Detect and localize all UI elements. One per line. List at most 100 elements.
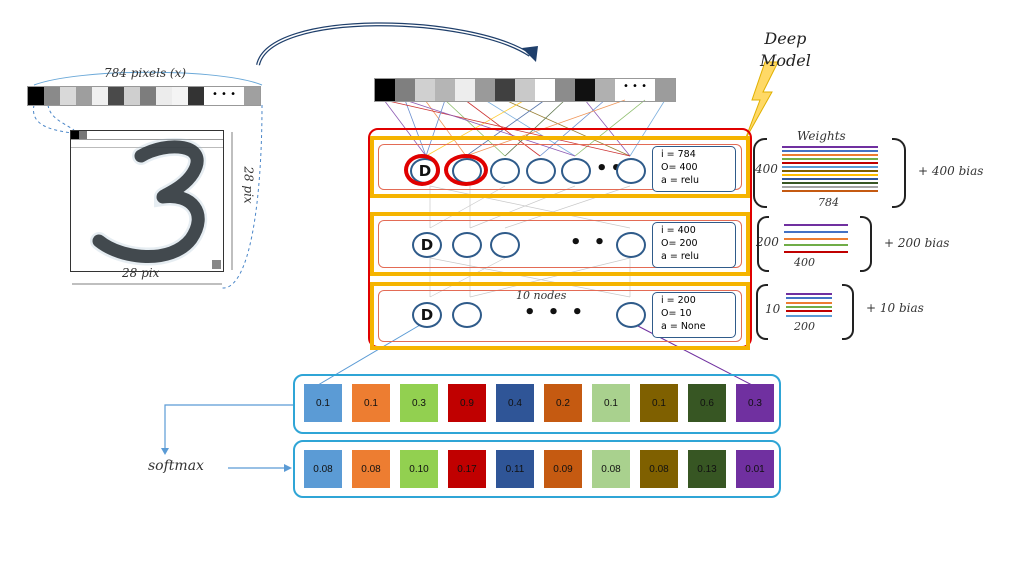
pixel-cell bbox=[415, 79, 435, 101]
highlight-ring-1 bbox=[404, 154, 440, 186]
probability-cell: 0.08 bbox=[592, 450, 630, 488]
param-input: i = 784 bbox=[661, 149, 696, 160]
nodes-count-label: 10 nodes bbox=[516, 289, 567, 302]
pixel-cell bbox=[595, 79, 615, 101]
pixel-cell bbox=[495, 79, 515, 101]
logit-cell: 0.3 bbox=[736, 384, 774, 422]
logit-cell: 0.4 bbox=[496, 384, 534, 422]
logit-cell: 0.1 bbox=[640, 384, 678, 422]
weights-rows-2: 200 bbox=[756, 235, 779, 249]
param-activation: a = relu bbox=[661, 251, 700, 262]
logit-cell: 0.6 bbox=[688, 384, 726, 422]
logit-cell: 0.3 bbox=[400, 384, 438, 422]
deep-model-label: Deep Model bbox=[760, 29, 811, 70]
hidden-node bbox=[526, 158, 556, 184]
probability-cell: 0.13 bbox=[688, 450, 726, 488]
weight-row-line bbox=[786, 293, 832, 295]
weight-row-line bbox=[784, 237, 848, 240]
hidden-node bbox=[452, 232, 482, 258]
brace-right-1 bbox=[892, 138, 906, 208]
param-activation: a = relu bbox=[661, 175, 700, 186]
dense-node-2: D bbox=[412, 232, 442, 258]
pixel-cell bbox=[140, 87, 156, 105]
weight-row-line bbox=[784, 224, 848, 226]
dense-layer-1[interactable]: D •• i = 784 O= 400 a = relu bbox=[370, 136, 750, 198]
weight-row-line bbox=[782, 158, 878, 160]
pixel-cell bbox=[395, 79, 415, 101]
pixel-cell bbox=[172, 87, 188, 105]
weight-row-line bbox=[786, 301, 832, 304]
weight-matrix-1 bbox=[782, 146, 878, 194]
brace-left-2 bbox=[757, 216, 769, 272]
pixel-cell bbox=[515, 79, 535, 101]
pixel-cell bbox=[108, 87, 124, 105]
param-output: O= 200 bbox=[661, 238, 698, 249]
pixel-ellipsis: • • • bbox=[211, 89, 237, 100]
ellipsis: •• bbox=[596, 158, 626, 179]
param-input: i = 400 bbox=[661, 225, 696, 236]
hidden-node bbox=[616, 302, 646, 328]
weight-row-line bbox=[782, 186, 878, 188]
pixel-cell bbox=[188, 87, 204, 105]
bias-3: + 10 bias bbox=[866, 301, 924, 315]
weight-row-line bbox=[786, 297, 832, 300]
param-output: O= 10 bbox=[661, 308, 692, 319]
layer-params: i = 784 O= 400 a = relu bbox=[652, 146, 736, 192]
hidden-node bbox=[490, 158, 520, 184]
inter-layer-lines bbox=[429, 185, 631, 298]
probability-cell: 0.10 bbox=[400, 450, 438, 488]
pixel-cell bbox=[44, 87, 60, 105]
weights-cols-3: 200 bbox=[794, 320, 815, 333]
param-output: O= 400 bbox=[661, 162, 698, 173]
weight-row-line bbox=[782, 170, 878, 172]
pixel-cell bbox=[575, 79, 595, 101]
weights-title: Weights bbox=[797, 129, 846, 143]
height-label: 28 pix bbox=[241, 166, 256, 204]
bias-1: + 400 bias bbox=[918, 164, 984, 178]
weight-row-line bbox=[786, 306, 832, 308]
highlight-ring-2 bbox=[444, 154, 488, 186]
weight-row-line bbox=[784, 251, 848, 254]
bias-2: + 200 bias bbox=[884, 236, 950, 250]
weights-cols-1: 784 bbox=[818, 196, 839, 209]
probability-cell: 0.08 bbox=[304, 450, 342, 488]
weights-rows-3: 10 bbox=[765, 302, 781, 316]
param-input: i = 200 bbox=[661, 295, 696, 306]
weight-matrix-3 bbox=[786, 293, 832, 319]
weight-row-line bbox=[782, 190, 878, 192]
hidden-node bbox=[561, 158, 591, 184]
probability-cell: 0.08 bbox=[352, 450, 390, 488]
pixel-cell bbox=[76, 87, 92, 105]
weight-row-line bbox=[782, 166, 878, 168]
pixel-cell bbox=[475, 79, 495, 101]
pixel-cell bbox=[92, 87, 108, 105]
probability-cell: 0.11 bbox=[496, 450, 534, 488]
transfer-arrow-head bbox=[522, 46, 538, 62]
softmax-label: softmax bbox=[148, 458, 204, 474]
pixel-cell bbox=[555, 79, 575, 101]
pixel-cell bbox=[124, 87, 140, 105]
pixel-cell bbox=[28, 87, 44, 105]
probability-cell: 0.17 bbox=[448, 450, 486, 488]
weight-row-line bbox=[784, 244, 848, 247]
probability-cell: 0.01 bbox=[736, 450, 774, 488]
logit-cell: 0.1 bbox=[304, 384, 342, 422]
width-label: 28 pix bbox=[122, 266, 160, 280]
weight-matrix-2 bbox=[784, 224, 848, 258]
pixel-cell bbox=[60, 87, 76, 105]
dense-layer-2[interactable]: D • • • i = 400 O= 200 a = relu bbox=[370, 212, 750, 276]
dense-node-3: D bbox=[412, 302, 442, 328]
weight-row-line bbox=[782, 146, 878, 148]
probability-cell: 0.08 bbox=[640, 450, 678, 488]
ellipsis: • • • bbox=[570, 232, 633, 253]
transfer-arrow bbox=[256, 22, 532, 66]
pixel-ellipsis: • • • bbox=[622, 81, 648, 92]
brace-right-3 bbox=[842, 284, 854, 340]
dense-layer-3[interactable]: D 10 nodes • • • i = 200 O= 10 a = None bbox=[370, 282, 750, 350]
logit-cell: 0.1 bbox=[352, 384, 390, 422]
layer-params: i = 200 O= 10 a = None bbox=[652, 292, 736, 338]
digit-image bbox=[70, 130, 224, 272]
